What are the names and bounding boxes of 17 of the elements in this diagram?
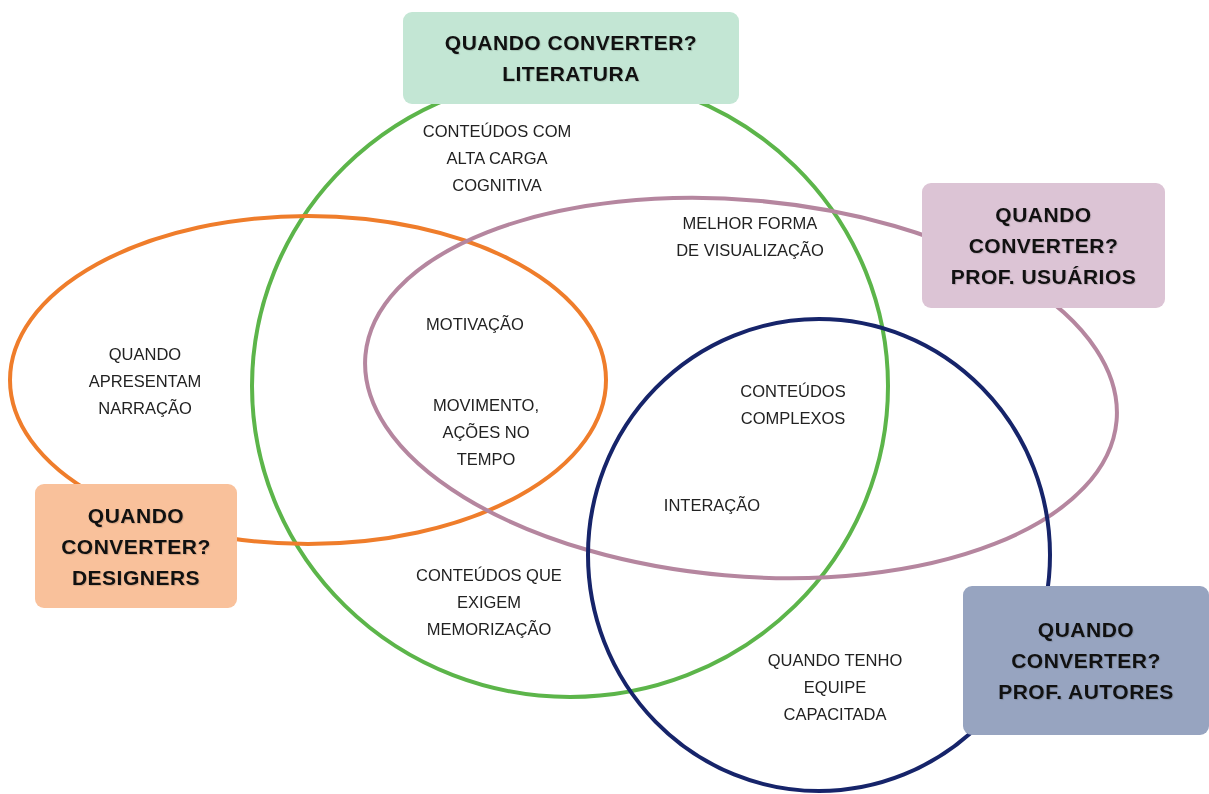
region-label: MOTIVAÇÃO <box>425 314 525 335</box>
category-title: QUANDO CONVERTER? LITERATURA <box>443 30 699 87</box>
region-label: CONTEÚDOS QUE EXIGEM MEMORIZAÇÃO <box>415 565 563 640</box>
category-box <box>403 12 739 104</box>
category-box <box>963 586 1209 735</box>
region-label: CONTEÚDOS COM ALTA CARGA COGNITIVA <box>421 121 573 196</box>
region-label: QUANDO APRESENTAM NARRAÇÃO <box>87 344 203 419</box>
region-label: MOVIMENTO, AÇÕES NO TEMPO <box>431 395 540 470</box>
region-label: CONTEÚDOS COMPLEXOS <box>739 381 847 429</box>
region-label: MELHOR FORMA DE VISUALIZAÇÃO <box>675 213 825 261</box>
category-box <box>35 484 237 608</box>
category-title: QUANDO CONVERTER? PROF. AUTORES <box>997 617 1175 705</box>
category-title: QUANDO CONVERTER? PROF. USUÁRIOS <box>949 202 1138 290</box>
region-label: INTERAÇÃO <box>662 495 762 516</box>
category-title: QUANDO CONVERTER? DESIGNERS <box>61 502 211 591</box>
region-label: QUANDO TENHO EQUIPE CAPACITADA <box>766 650 904 725</box>
category-box <box>922 183 1165 308</box>
